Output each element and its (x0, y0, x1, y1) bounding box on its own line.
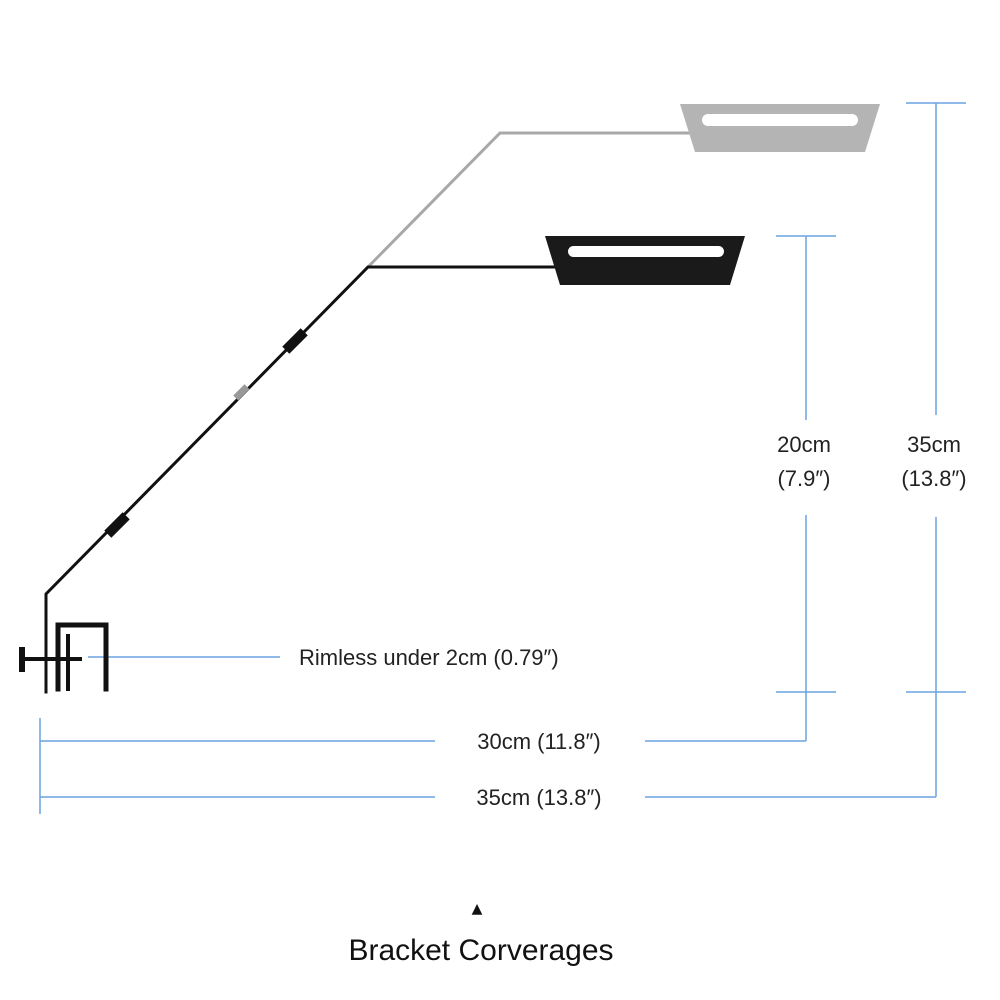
retracted-lamp (545, 236, 745, 285)
extended-lamp-slot (702, 114, 858, 126)
tall-height-cm-label: 35cm (907, 432, 961, 457)
lower-joint (104, 512, 130, 538)
reach-long-label: 35cm (13.8″) (476, 785, 601, 810)
bracket-arm (44, 265, 557, 694)
reach-short-label: 30cm (11.8″) (477, 729, 601, 754)
extended-lamp (680, 104, 880, 152)
short-height-in-label: (7.9″) (777, 466, 830, 491)
retracted-lamp-slot (568, 246, 724, 257)
arm-joints (104, 328, 308, 538)
extended-arm (366, 131, 690, 269)
upper-joint (282, 328, 308, 354)
dimension-lines (39, 102, 966, 814)
caption-title: Bracket Corverages (348, 934, 613, 967)
bracket (19, 265, 557, 694)
middle-joint (233, 384, 250, 401)
short-height-cm-label: 20cm (777, 432, 831, 457)
rimless-label: Rimless under 2cm (0.79″) (299, 645, 559, 670)
caption-marker-icon: ▲ (472, 901, 483, 917)
tall-height-in-label: (13.8″) (901, 466, 966, 491)
